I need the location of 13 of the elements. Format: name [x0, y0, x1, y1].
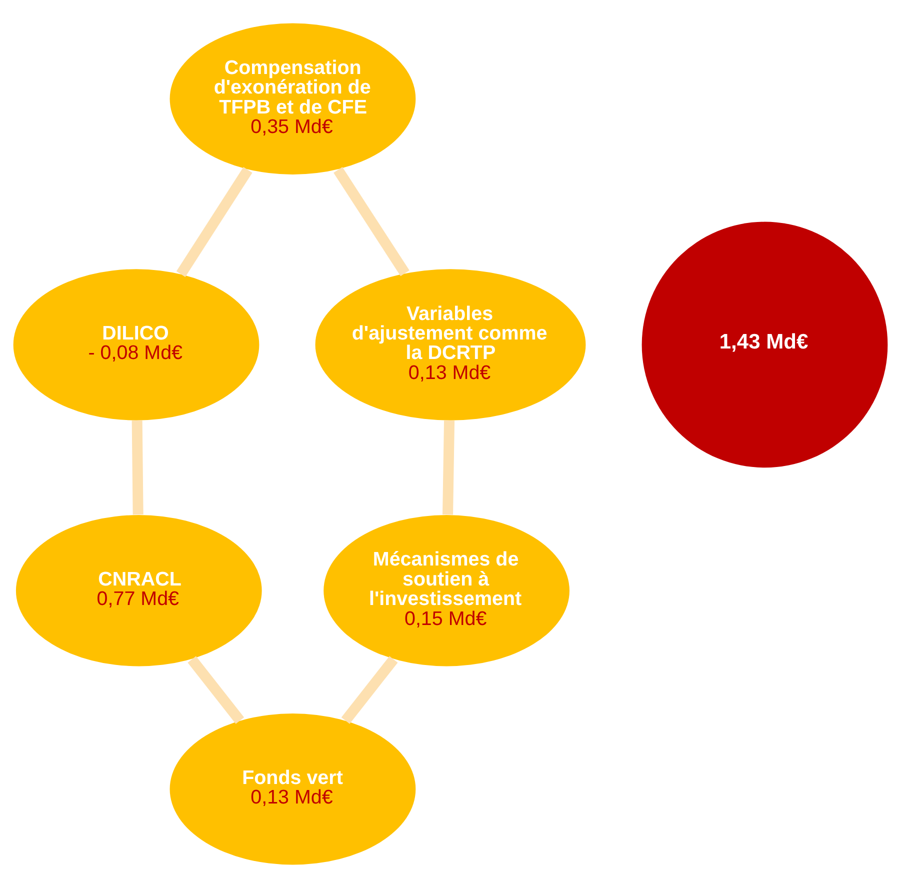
node-ellipse: CNRACL 0,77 Md€: [16, 514, 262, 666]
node-ellipse: Compensation d'exonération de TFPB et de CFE 0,35 Md€: [170, 22, 416, 174]
connector: [132, 420, 144, 514]
connector: [341, 656, 398, 724]
node-ellipse: Variables d'ajustement comme la DCRTP 0,13 Md€: [315, 268, 586, 420]
node-ellipse: Mécanismes de soutien à l'investissement 0,15 Md€: [324, 514, 570, 666]
node-ellipse: Fonds vert 0,13 Md€: [170, 713, 416, 864]
connector: [188, 656, 244, 724]
connector: [334, 166, 410, 276]
connector: [442, 420, 455, 514]
node-circle: 1,43 Md€: [642, 221, 888, 468]
node-ellipse: DILICO - 0,08 Md€: [13, 268, 260, 420]
connector: [176, 166, 252, 276]
